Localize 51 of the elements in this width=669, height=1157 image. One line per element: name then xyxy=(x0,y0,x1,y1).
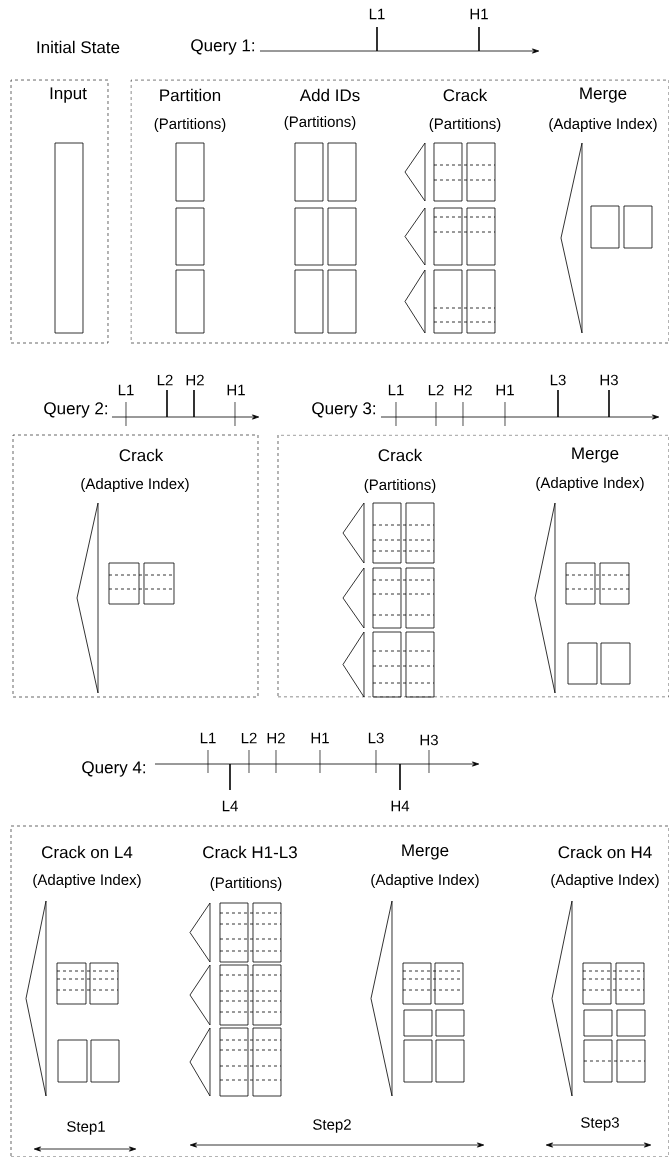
tick-label: L3 xyxy=(368,732,384,744)
row-label: Query 3: xyxy=(312,402,375,418)
tick-label: L3 xyxy=(550,374,566,386)
tick-label: H4 xyxy=(391,800,410,812)
tick-label: H2 xyxy=(454,384,472,396)
tick-label: L1 xyxy=(388,384,404,396)
column-heading: Merge xyxy=(572,447,619,463)
tick-label: L1 xyxy=(200,732,216,744)
column-subheading: (Partitions) xyxy=(284,116,356,130)
tick-label: H3 xyxy=(600,374,618,386)
tick-label: H1 xyxy=(470,8,488,20)
column-subheading: (Partitions) xyxy=(429,118,501,132)
tick-label: H3 xyxy=(420,734,438,746)
row-label: Initial State xyxy=(37,40,120,54)
column-heading: Crack xyxy=(119,448,164,462)
column-heading: Crack xyxy=(378,448,423,462)
tick-label: L1 xyxy=(369,8,385,20)
column-subheading: (Partitions) xyxy=(210,877,282,891)
step-label: Step3 xyxy=(581,1117,619,1131)
step-label: Step2 xyxy=(313,1119,351,1133)
column-heading: Crack on L4 xyxy=(42,845,133,859)
column-subheading: (Adaptive Index) xyxy=(371,874,479,888)
column-subheading: (Adaptive Index) xyxy=(536,477,644,491)
column-heading: Merge xyxy=(580,87,627,103)
column-heading: Add IDs xyxy=(299,88,360,102)
tick-label: L4 xyxy=(222,800,238,812)
tick-label: H1 xyxy=(227,384,245,396)
column-heading: Crack H1-L3 xyxy=(203,845,297,859)
column-subheading: (Adaptive Index) xyxy=(33,874,141,888)
tick-label: H2 xyxy=(186,374,204,386)
column-subheading: (Adaptive Index) xyxy=(81,478,189,492)
column-heading: Partition xyxy=(160,88,221,102)
column-subheading: (Adaptive Index) xyxy=(549,118,657,132)
column-subheading: (Partitions) xyxy=(154,118,226,132)
column-heading: Merge xyxy=(402,844,449,860)
column-subheading: (Adaptive Index) xyxy=(551,874,659,888)
row-label: Query 1: xyxy=(191,39,254,55)
row-label: Query 2: xyxy=(44,402,107,418)
column-heading: Crack on H4 xyxy=(558,845,652,859)
column-heading: Crack xyxy=(443,88,488,102)
tick-label: L2 xyxy=(157,374,173,386)
column-subheading: (Partitions) xyxy=(364,479,436,493)
column-heading: Input xyxy=(50,87,87,103)
tick-label: H2 xyxy=(267,732,285,744)
tick-label: L1 xyxy=(118,384,134,396)
tick-label: H1 xyxy=(311,732,329,744)
row-label: Query 4: xyxy=(82,761,145,777)
step-label: Step1 xyxy=(67,1121,105,1135)
tick-label: L2 xyxy=(428,384,444,396)
tick-label: L2 xyxy=(241,732,257,744)
tick-label: H1 xyxy=(496,384,514,396)
